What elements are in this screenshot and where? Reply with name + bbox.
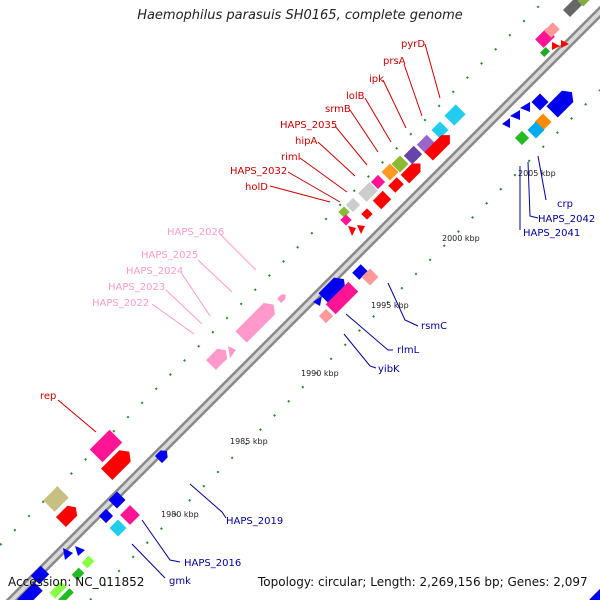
gene-label: HAPS_2041 (523, 228, 580, 239)
pink-gene-labels: HAPS_2026 HAPS_2025 HAPS_2024 HAPS_2023 … (92, 227, 224, 309)
gene-label: prsA (383, 56, 406, 67)
red-gene-labels: pyrD prsA ipk lolB srmB HAPS_2035 hipA r… (40, 39, 425, 402)
map-title: Haemophilus parasuis SH0165, complete ge… (137, 8, 463, 23)
gene-label: yibK (378, 364, 400, 375)
gene-label: HAPS_2022 (92, 298, 149, 309)
gene-label: holD (245, 182, 268, 193)
scale-label: 1985 kbp (230, 437, 268, 446)
scale-label: 2005 kbp (518, 169, 556, 178)
gene-label: HAPS_2023 (108, 282, 165, 293)
gene-label: rlmL (397, 345, 420, 356)
scale-label: 1995 kbp (371, 301, 409, 310)
gene-label: rep (40, 391, 56, 402)
accession-label: Accession: NC_011852 (8, 575, 145, 589)
upper-tick-row (0, 0, 546, 546)
gene-label: HAPS_2026 (167, 227, 224, 238)
gene-label: HAPS_2035 (280, 120, 337, 131)
genome-backbone-inner (9, 9, 600, 600)
scale-label: 1980 kbp (161, 510, 199, 519)
gene-label: HAPS_2042 (538, 214, 595, 225)
red-leader-lines (57, 43, 441, 433)
gene-label: srmB (325, 104, 351, 115)
gene-label: lolB (346, 91, 365, 102)
gene-label: HAPS_2016 (184, 558, 241, 569)
gene-label: pyrD (401, 39, 425, 50)
scale-label: 2000 kbp (442, 234, 480, 243)
gene-label: HAPS_2032 (230, 166, 287, 177)
scale-label: 1990 kbp (301, 369, 339, 378)
gene-label: rsmC (421, 321, 447, 332)
gene-label: HAPS_2019 (226, 516, 283, 527)
blue-gene-labels: rsmC rlmL yibK HAPS_2019 HAPS_2016 gmk c… (169, 199, 595, 587)
gene-label: HAPS_2024 (126, 266, 183, 277)
gene-label: HAPS_2025 (141, 250, 198, 261)
topology-label: Topology: circular; Length: 2,269,156 bp… (258, 575, 588, 589)
pink-leader-lines (151, 233, 257, 335)
gene-label: gmk (169, 576, 191, 587)
gene-label: hipA (295, 136, 317, 147)
gene-label: crp (557, 199, 573, 210)
lower-tick-row (89, 89, 600, 600)
blue-leader-lines (131, 155, 547, 579)
gene-label: ipk (369, 74, 384, 85)
gene-label: rimI (281, 152, 301, 163)
